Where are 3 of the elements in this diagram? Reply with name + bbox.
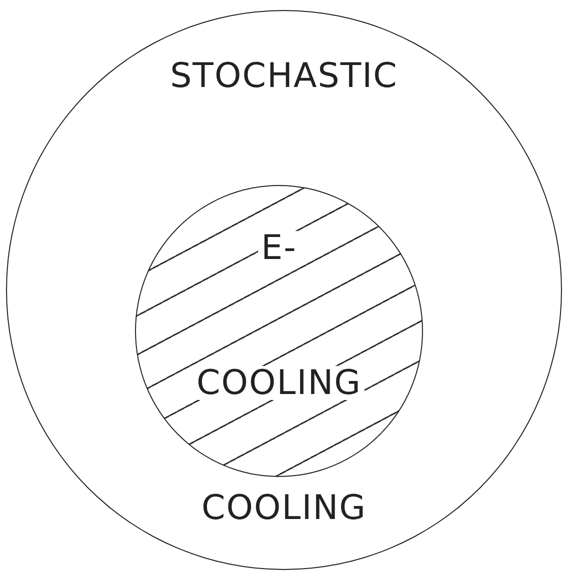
cooling-label: STOCHASTIC bbox=[170, 59, 398, 93]
cooling-label: COOLING bbox=[202, 491, 366, 525]
outer-circle bbox=[6, 10, 562, 570]
